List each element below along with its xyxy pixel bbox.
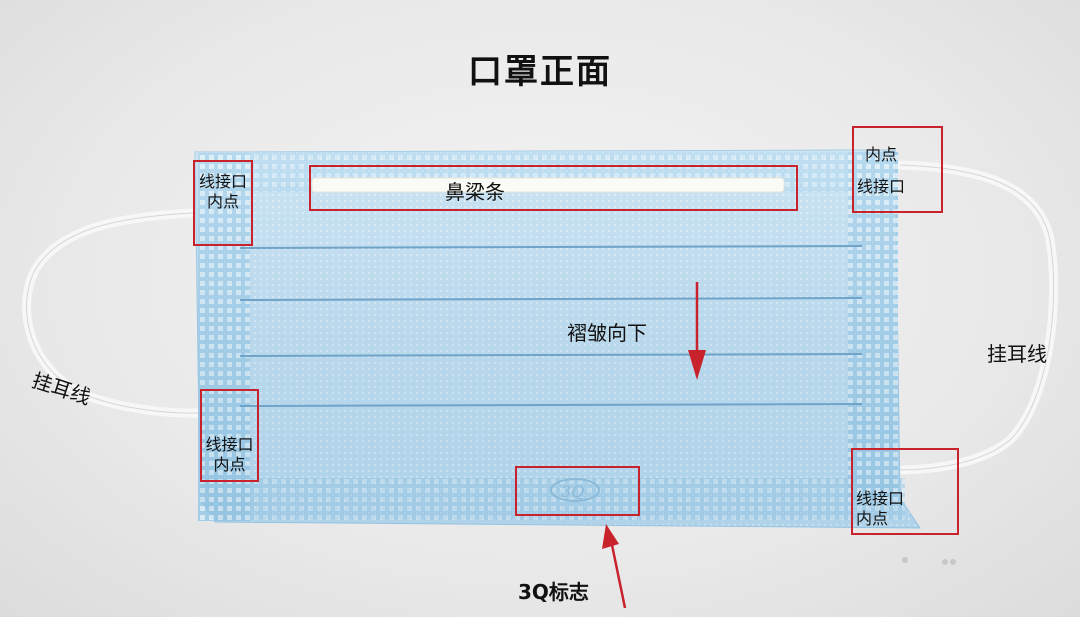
pleats-down-label: 褶皱向下: [567, 321, 647, 345]
right-ear-loop-label: 挂耳线: [987, 342, 1047, 366]
logo-box: [515, 466, 640, 516]
nose-strip-box: [309, 165, 798, 211]
label-line: 线接口: [856, 489, 905, 508]
pleats-down-arrow: [688, 350, 706, 380]
nose-strip: [311, 177, 785, 193]
label-line: 线接口: [857, 177, 906, 196]
top-left-joint-box: [193, 160, 253, 246]
label-line: 内点: [856, 509, 889, 528]
label-line: 内点: [206, 192, 239, 211]
3q-logo-mark: 3Q: [550, 478, 600, 502]
bottom-left-joint-box: [200, 389, 259, 482]
pleat-line: [239, 353, 863, 357]
svg-text:3Q: 3Q: [561, 482, 584, 501]
label-line: 内点: [865, 145, 898, 164]
nose-strip-label: 鼻梁条: [445, 180, 505, 204]
top-right-joint-box: [852, 126, 943, 213]
bottom-right-joint-label: 线接口 内点: [856, 489, 926, 529]
bottom-left-joint-label: 线接口 内点: [200, 435, 259, 475]
logo-pointer-arrow: [602, 524, 619, 549]
top-left-joint-label: 线接口 内点: [197, 172, 249, 212]
label-line: 线接口: [198, 172, 247, 191]
label-line: 线接口: [205, 435, 254, 454]
pleat-line: [239, 297, 863, 301]
3q-logo-label: 3Q标志: [518, 580, 589, 604]
bottom-right-joint-box: [851, 448, 959, 535]
page-title: 口罩正面: [468, 52, 612, 92]
pleat-line: [239, 403, 863, 407]
top-right-joint-label: 内点 线接口: [857, 145, 917, 197]
pleat-line: [239, 245, 863, 249]
label-line: 内点: [213, 455, 246, 474]
